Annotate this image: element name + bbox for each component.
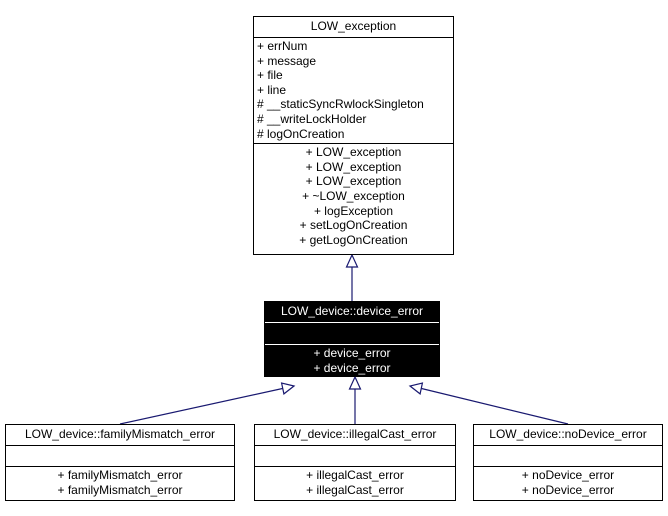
attribute-row: + message <box>257 53 317 68</box>
attribute-row: # __writeLockHolder <box>257 111 367 126</box>
attribute-list <box>255 446 455 466</box>
method-list: + familyMismatch_error + familyMismatch_… <box>6 467 234 499</box>
attribute-list <box>265 323 439 344</box>
attribute-row: # __staticSyncRwlockSingleton <box>257 97 424 112</box>
uml-class-device-error[interactable]: LOW_device::device_error + device_error … <box>264 301 440 377</box>
attribute-row: + errNum <box>257 39 308 53</box>
edge-illegal-cast-to-device-error <box>348 375 362 424</box>
method-row: + getLogOnCreation <box>299 232 408 247</box>
uml-class-low-exception[interactable]: LOW_exception + errNum + message + file … <box>253 16 454 255</box>
method-row: + LOW_exception <box>305 174 402 189</box>
method-row: + device_error <box>313 360 391 375</box>
method-row: + illegalCast_error <box>306 482 404 497</box>
method-list: + device_error + device_error <box>265 345 439 376</box>
method-row: + LOW_exception <box>305 145 402 160</box>
method-list: + illegalCast_error + illegalCast_error <box>255 467 455 499</box>
method-row: + familyMismatch_error <box>57 468 183 482</box>
class-title: LOW_device::noDevice_error <box>489 427 647 441</box>
class-divider-methods <box>6 466 234 467</box>
attribute-list <box>474 446 662 466</box>
method-list: + noDevice_error + noDevice_error <box>474 467 662 499</box>
class-divider-attributes <box>6 445 234 446</box>
method-row: + noDevice_error <box>521 482 615 497</box>
class-divider-attributes <box>474 445 662 446</box>
class-divider-methods <box>255 466 455 467</box>
uml-class-no-device-error[interactable]: LOW_device::noDevice_error + noDevice_er… <box>473 424 663 501</box>
method-row: + device_error <box>313 346 391 360</box>
class-divider-attributes <box>265 322 439 323</box>
attribute-list: + errNum + message + file + line # __sta… <box>254 38 453 143</box>
attribute-row: + line <box>257 82 287 97</box>
class-divider-methods <box>474 466 662 467</box>
uml-class-family-mismatch-error[interactable]: LOW_device::familyMismatch_error + famil… <box>5 424 235 501</box>
class-divider-methods <box>254 143 453 145</box>
method-row: + ~LOW_exception <box>302 188 405 203</box>
edge-device-error-to-low-exception <box>345 253 359 301</box>
class-divider-attributes <box>254 37 453 38</box>
edge-no-device-to-device-error <box>408 382 569 425</box>
edge-family-mismatch-to-device-error <box>119 382 296 425</box>
method-row: + LOW_exception <box>305 159 402 174</box>
method-row: + noDevice_error <box>521 468 615 482</box>
method-row: + logException <box>313 203 394 218</box>
uml-class-illegal-cast-error[interactable]: LOW_device::illegalCast_error + illegalC… <box>254 424 456 501</box>
class-divider-methods <box>265 344 439 345</box>
attribute-list <box>6 446 234 466</box>
method-row: + familyMismatch_error <box>57 482 183 497</box>
class-title: LOW_device::illegalCast_error <box>273 427 437 441</box>
attribute-row: + file <box>257 68 283 83</box>
class-title: LOW_exception <box>310 19 397 33</box>
attribute-row: # logOnCreation <box>257 126 345 141</box>
class-title: LOW_device::device_error <box>280 304 424 318</box>
class-divider-attributes <box>255 445 455 446</box>
method-row: + setLogOnCreation <box>299 218 408 233</box>
method-list: + LOW_exception + LOW_exception + LOW_ex… <box>254 144 453 249</box>
method-row: + illegalCast_error <box>306 468 404 482</box>
class-title: LOW_device::familyMismatch_error <box>24 427 216 441</box>
